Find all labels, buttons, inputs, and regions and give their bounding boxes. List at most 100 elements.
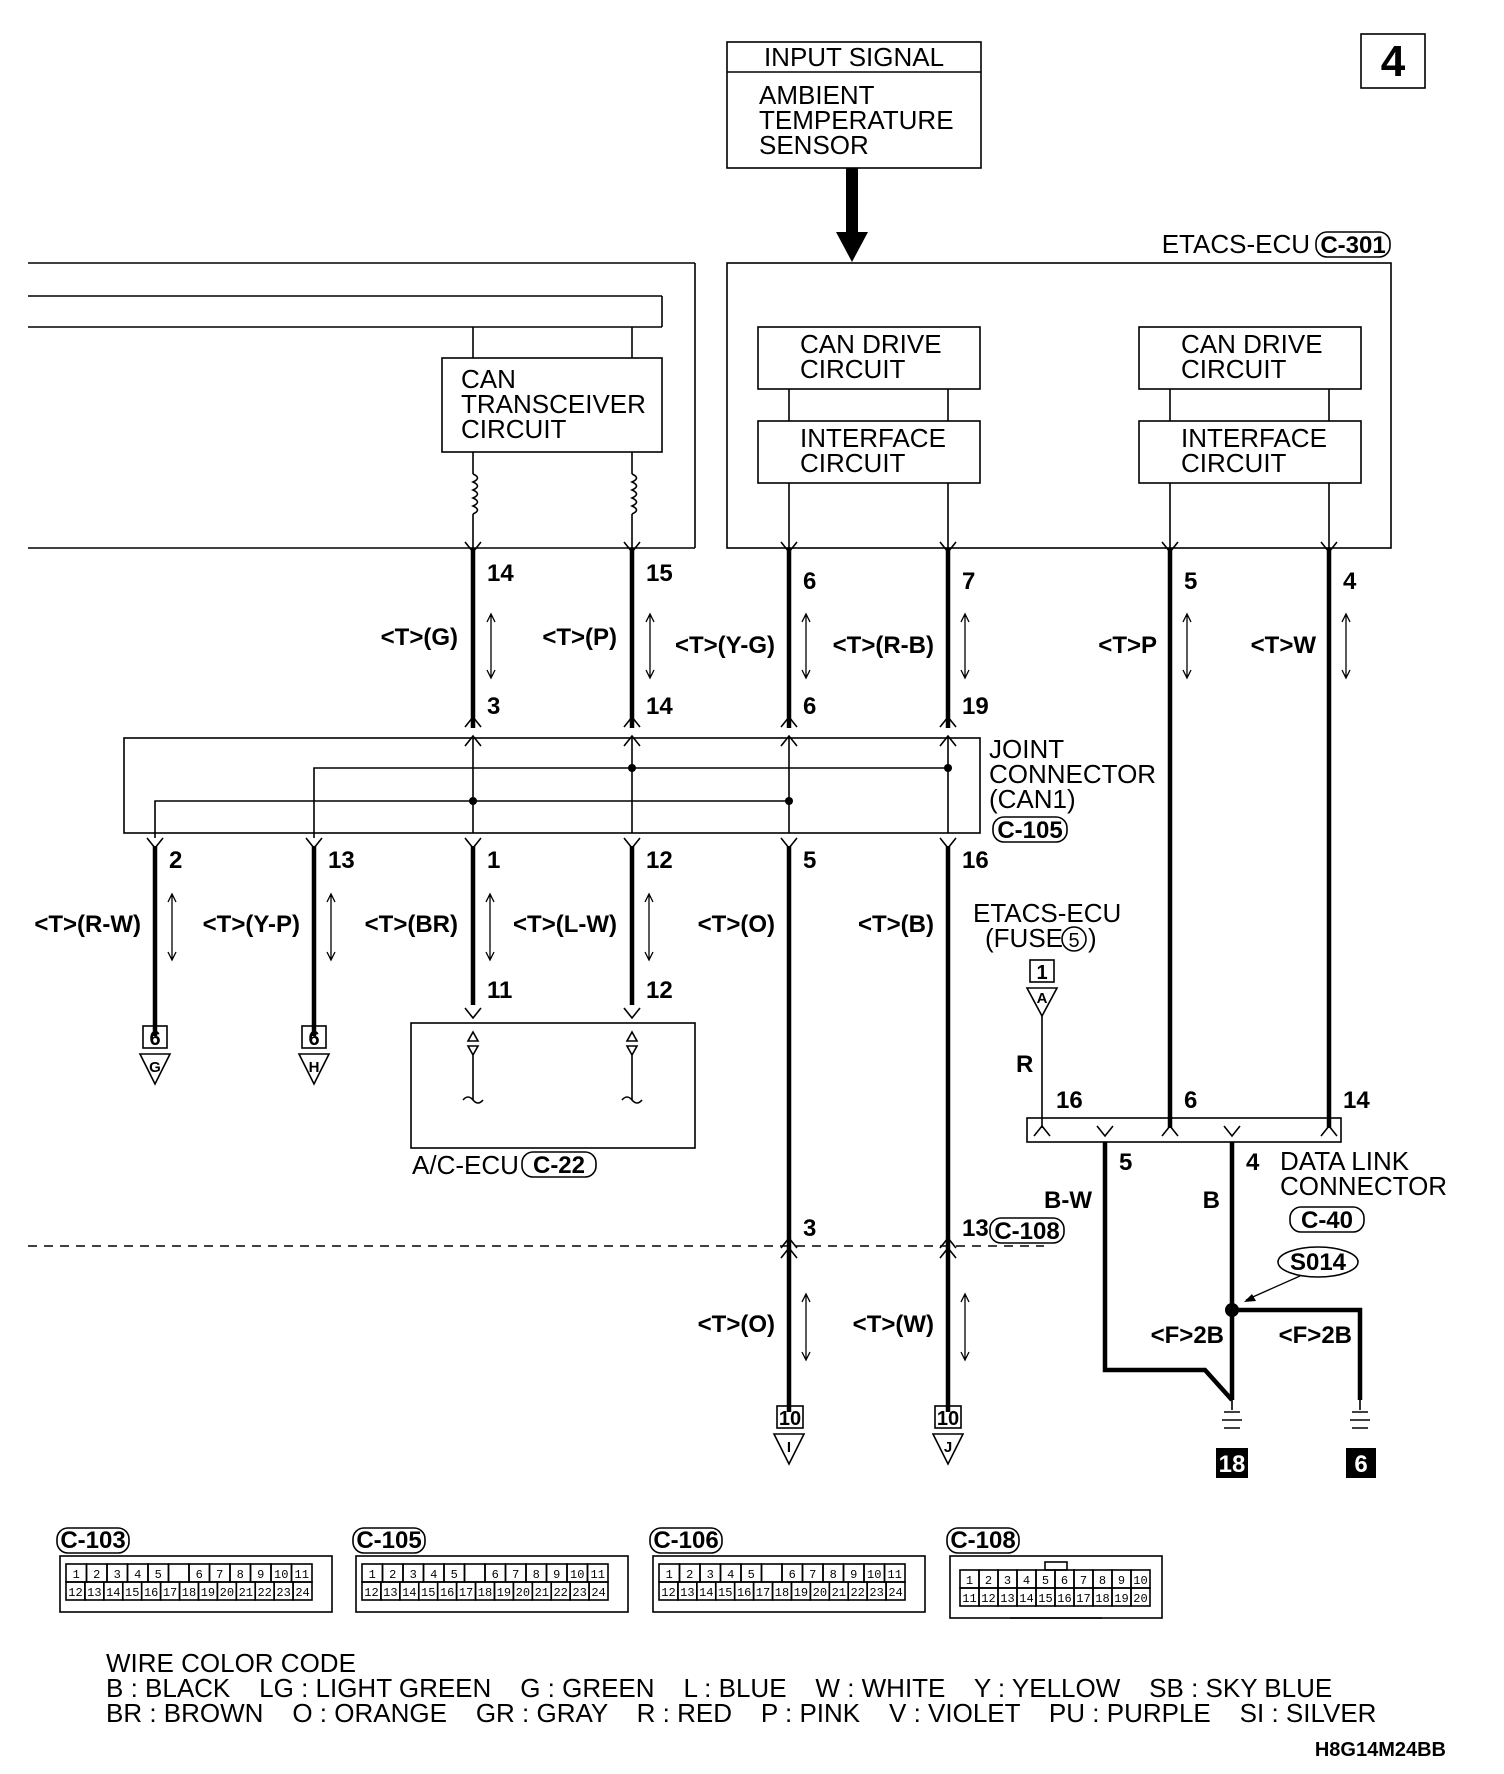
svg-text:6: 6 [308,1028,319,1050]
svg-text:12: 12 [646,847,673,874]
svg-text:10: 10 [937,1408,959,1430]
svg-text:J: J [944,1439,952,1456]
offpage-ref-i: 10 I [772,1405,806,1466]
pin-label: 9 [553,1568,560,1582]
svg-text:5: 5 [1068,930,1079,952]
svg-text:6: 6 [149,1028,160,1050]
pin-label: 11 [962,1592,976,1606]
svg-text:18: 18 [1219,1451,1246,1478]
input-signal-line3: SENSOR [759,130,869,160]
pin-label: 20 [516,1586,530,1600]
pin-label: 14 [699,1586,713,1600]
pin-label: 18 [775,1586,789,1600]
pin-label: 17 [459,1586,473,1600]
pin-label: 15 [125,1586,139,1600]
svg-text:14: 14 [1343,1087,1370,1114]
svg-text:<T>(O): <T>(O) [698,1311,775,1338]
pin-15: 15 [646,560,673,587]
svg-text:<T>(G): <T>(G) [381,624,458,651]
pin-6: 6 [803,568,816,595]
pin-label: 3 [410,1568,417,1582]
pin-label: 14 [1019,1592,1033,1606]
fuse-source: ETACS-ECU (FUSE 5 ) 1 A R [973,898,1121,1128]
offpage-ref-g: 6 G [138,1025,172,1086]
pin-label: 20 [1133,1592,1147,1606]
pin-label: 23 [276,1586,290,1600]
svg-text:R: R [1016,1051,1033,1078]
pin-label: 22 [553,1586,567,1600]
svg-text:12: 12 [646,977,673,1004]
c108-connector-id: C-108 [994,1218,1059,1245]
upper-wire-labels: <T>(G) <T>(P) <T>(Y-G) <T>(R-B) <T>P <T>… [381,612,1351,680]
pin-label: 19 [497,1586,511,1600]
connector-view-name: C-106 [653,1527,718,1554]
svg-text:19: 19 [962,693,989,720]
pin-label: 9 [1118,1574,1125,1588]
pin-label: 18 [182,1586,196,1600]
pin-label: 20 [220,1586,234,1600]
svg-text:B: B [1203,1187,1220,1214]
pin-label: 4 [134,1568,141,1582]
pin-label: 8 [1099,1574,1106,1588]
svg-text:<T>(W): <T>(W) [853,1311,934,1338]
svg-text:5: 5 [803,847,816,874]
legend-line1: B : BLACK LG : LIGHT GREEN G : GREEN L :… [106,1673,1332,1703]
svg-text:(CAN1): (CAN1) [989,784,1076,814]
pin-label: 16 [737,1586,751,1600]
pin-7: 7 [962,568,975,595]
pin-label: 1 [966,1574,973,1588]
etacs-ecu-box: ETACS-ECU C-301 [726,229,1392,549]
pin-label: 10 [274,1568,288,1582]
pin-label: 24 [591,1586,605,1600]
svg-text:<T>(R-W): <T>(R-W) [34,911,141,938]
pin-label: 12 [364,1586,378,1600]
etacs-ecu-label: ETACS-ECU [1162,229,1310,259]
can-transceiver-box [441,357,663,453]
pin-label: 15 [718,1586,732,1600]
pin-14: 14 [487,560,514,587]
svg-text:<T>(R-B): <T>(R-B) [833,632,934,659]
pin-label: 13 [680,1586,694,1600]
pin-label: 1 [73,1568,80,1582]
svg-text:CIRCUIT: CIRCUIT [461,414,567,444]
svg-text:CIRCUIT: CIRCUIT [800,354,906,384]
offpage-ref-h: 6 H [297,1025,331,1086]
svg-text:3: 3 [803,1215,816,1242]
pin-label: 19 [794,1586,808,1600]
pin-label: 21 [832,1586,846,1600]
svg-text:<F>2B: <F>2B [1151,1322,1224,1349]
upper-wires [464,541,1338,1128]
pin-label: 3 [1004,1574,1011,1588]
etacs-ecu-connector: C-301 [1320,232,1385,259]
pin-label: 19 [201,1586,215,1600]
svg-text:13: 13 [962,1215,989,1242]
pin-label: 11 [591,1568,605,1582]
pin-label: 6 [1061,1574,1068,1588]
pin-label: 7 [809,1568,816,1582]
svg-text:6: 6 [1354,1451,1367,1478]
connector-view-name: C-103 [60,1527,125,1554]
pin-label: 4 [727,1568,734,1582]
svg-text:CAN DRIVE: CAN DRIVE [1181,329,1323,359]
page-number-box [1360,33,1426,89]
svg-text:5: 5 [1119,1149,1132,1176]
svg-text:1: 1 [487,847,500,874]
pin-label: 17 [163,1586,177,1600]
pin-label: 13 [383,1586,397,1600]
pin-label: 10 [570,1568,584,1582]
svg-text:4: 4 [1246,1149,1260,1176]
svg-text:CIRCUIT: CIRCUIT [1181,448,1287,478]
wire-color-legend: WIRE COLOR CODE B : BLACK LG : LIGHT GRE… [106,1648,1446,1761]
etacs-block-right: CAN DRIVE CIRCUIT INTERFACE CIRCUIT [1138,326,1362,484]
diagram-code: H8G14M24BB [1315,1739,1446,1761]
pin-label: 5 [155,1568,162,1582]
pin-label: 21 [239,1586,253,1600]
svg-text:CAN DRIVE: CAN DRIVE [800,329,942,359]
svg-text:JOINT: JOINT [989,734,1064,764]
pin-label: 8 [830,1568,837,1582]
pin-label: 14 [106,1586,120,1600]
top-pin-numbers: 14 15 6 7 5 4 [487,560,1357,595]
